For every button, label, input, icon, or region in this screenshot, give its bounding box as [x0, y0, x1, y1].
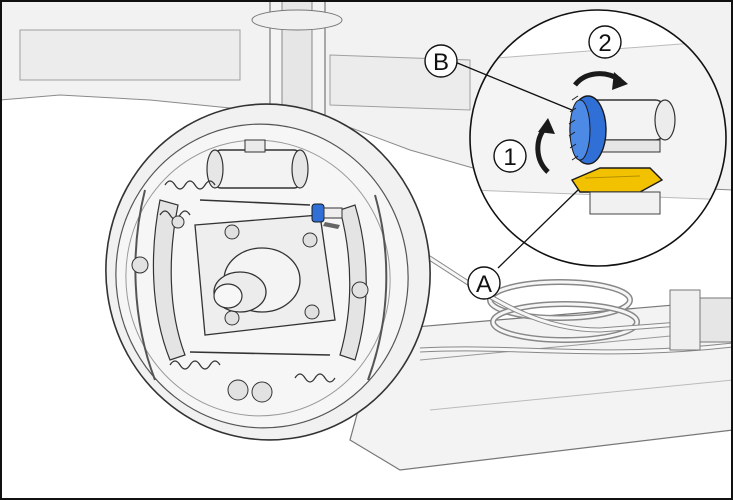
- detail-circle: [469, 9, 727, 267]
- plate-bolts: [131, 215, 369, 403]
- callout-step-1-label: 1: [503, 144, 516, 171]
- callout-a-label: A: [476, 271, 492, 298]
- callout-a: A: [467, 266, 501, 300]
- brake-shoes: [134, 189, 388, 381]
- curved-arrow-icon: [538, 118, 555, 134]
- hub: [194, 214, 336, 336]
- curved-arrow-icon: [612, 72, 628, 90]
- leader-lines: [454, 61, 579, 269]
- adjuster-main-view: [311, 203, 343, 229]
- callout-b: B: [424, 44, 458, 78]
- return-springs: [159, 180, 336, 383]
- wheel-cylinder: [206, 139, 309, 189]
- callout-b-label: B: [433, 49, 449, 76]
- callout-step-2: 2: [588, 25, 622, 59]
- callout-step-2-label: 2: [598, 30, 611, 57]
- callout-step-1: 1: [493, 139, 527, 173]
